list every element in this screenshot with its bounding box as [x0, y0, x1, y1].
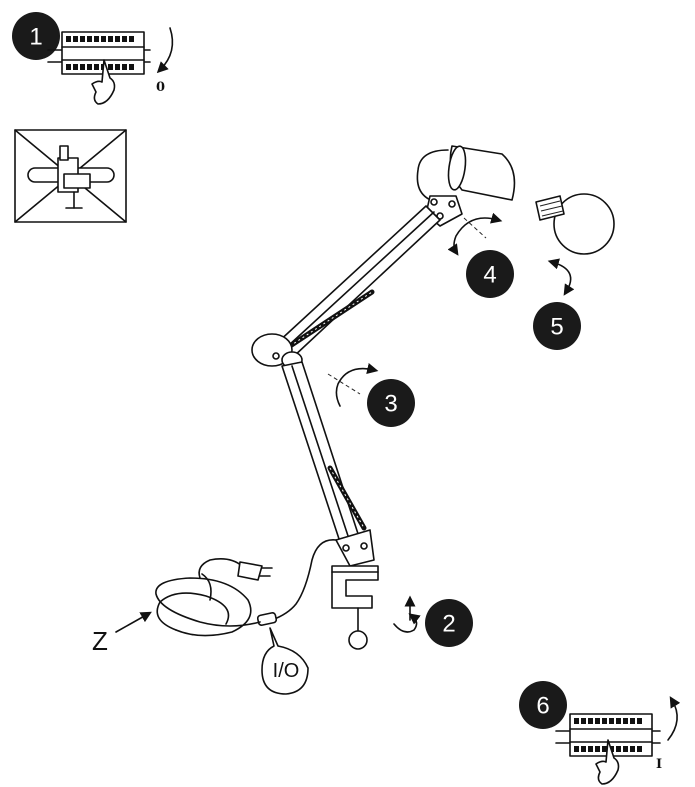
breaker-terminal: [94, 36, 99, 42]
breaker-terminal: [630, 718, 635, 724]
breaker-terminal: [129, 64, 134, 70]
breaker-terminal: [581, 718, 586, 724]
breaker-terminal: [101, 36, 106, 42]
breaker-terminal: [609, 718, 614, 724]
breaker-terminal: [108, 36, 113, 42]
step-6-badge: [519, 681, 567, 729]
inline-switch: [256, 611, 278, 627]
breaker-terminal: [115, 64, 120, 70]
breaker-terminal: [73, 36, 78, 42]
breaker-terminal: [80, 36, 85, 42]
step-5-marker: 5: [533, 302, 581, 350]
breaker-terminal: [616, 746, 621, 752]
breaker-terminal: [574, 718, 579, 724]
step-2-badge: [425, 599, 473, 647]
power-cable-coil: [155, 558, 261, 637]
breaker-terminal: [122, 64, 127, 70]
breaker-terminal: [66, 64, 71, 70]
breaker-terminal: [94, 64, 99, 70]
breaker-off-mark: 0: [156, 80, 165, 95]
power-plug: [237, 561, 273, 581]
step-5-number: 5: [550, 314, 563, 341]
light-bulb: [535, 193, 615, 255]
breaker-terminal: [73, 64, 78, 70]
step-3-marker: 3: [367, 379, 415, 427]
step-5-badge: [533, 302, 581, 350]
step-4-badge: [466, 250, 514, 298]
breaker-terminal: [602, 718, 607, 724]
breaker-terminal: [108, 64, 113, 70]
rotation-arrows: [327, 212, 575, 633]
breaker-terminal: [630, 746, 635, 752]
step-6-number: 6: [536, 693, 549, 720]
breaker-terminal: [588, 746, 593, 752]
breaker-terminal: [595, 718, 600, 724]
breaker-terminal: [87, 64, 92, 70]
breaker-terminal: [129, 36, 134, 42]
breaker-terminal: [595, 746, 600, 752]
switch-callout: I/O: [261, 627, 309, 695]
breaker-terminal: [623, 746, 628, 752]
breaker-on-mark: I: [656, 757, 662, 772]
crossed-out-clamp-on-pipe-icon: [14, 129, 127, 223]
step-1-number: 1: [29, 24, 42, 51]
breaker-terminal: [80, 64, 85, 70]
switch-label: I/O: [273, 660, 300, 682]
breaker-terminal: [115, 36, 120, 42]
cable-label: Z: [92, 626, 108, 656]
breaker-terminal: [581, 746, 586, 752]
breaker-terminal: [574, 746, 579, 752]
breaker-terminal: [637, 718, 642, 724]
breaker-terminal: [588, 718, 593, 724]
step-4-number: 4: [483, 262, 496, 289]
breaker-terminal: [616, 718, 621, 724]
step-2-number: 2: [442, 611, 455, 638]
step-3-badge: [367, 379, 415, 427]
breaker-terminal: [602, 746, 607, 752]
breaker-terminal: [87, 36, 92, 42]
table-clamp: [331, 565, 379, 650]
breaker-on-icon: 6 I: [519, 681, 681, 785]
lamp-head: [447, 145, 516, 201]
breaker-off-icon: 1 0: [12, 12, 174, 105]
breaker-terminal: [637, 746, 642, 752]
breaker-terminal: [66, 36, 71, 42]
step-1-badge: [12, 12, 60, 60]
step-4-marker: 4: [466, 250, 514, 298]
step-3-number: 3: [384, 391, 397, 418]
breaker-terminal: [122, 36, 127, 42]
breaker-terminal: [623, 718, 628, 724]
cable-label-group: Z: [92, 611, 152, 656]
step-2-marker: 2: [425, 599, 473, 647]
desk-lamp-illustration: [155, 145, 615, 650]
